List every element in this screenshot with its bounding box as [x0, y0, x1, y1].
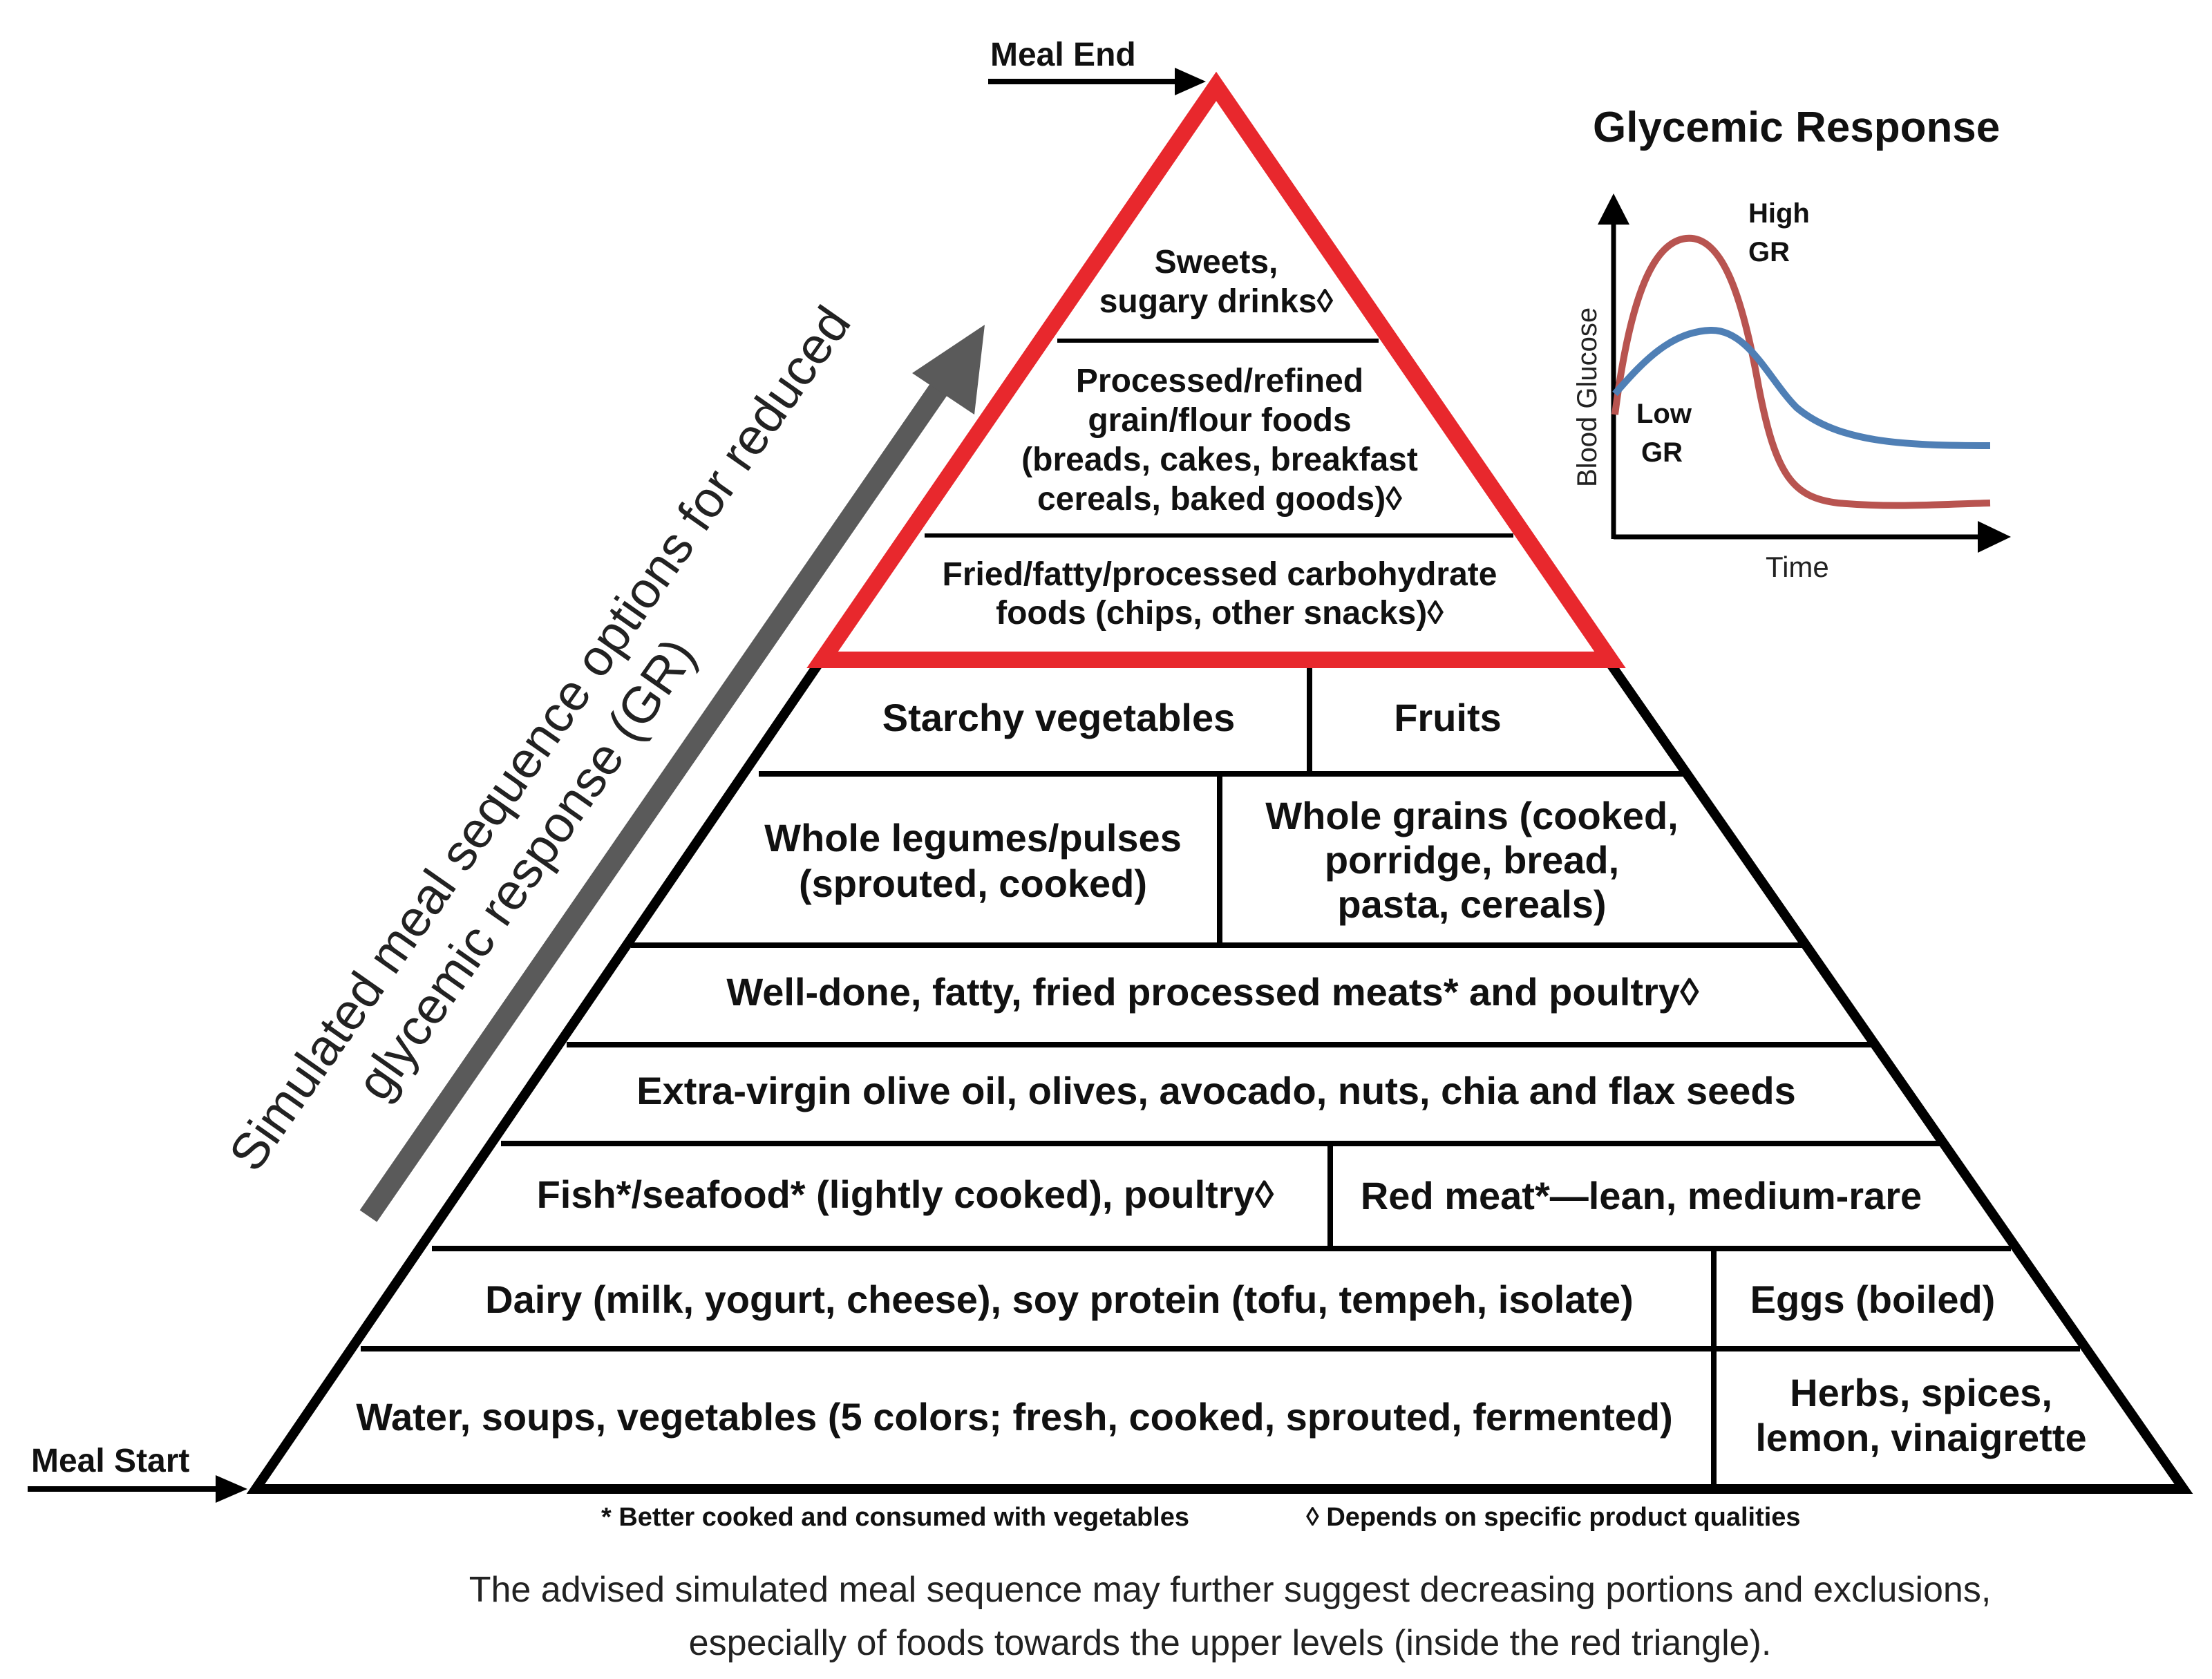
footnote-diamond: ◊ Depends on specific product qualities [1306, 1503, 1801, 1532]
low-gr-label-1: Low [1636, 399, 1692, 429]
sweets-line1: Sweets, [1155, 244, 1278, 281]
meal-start-arrowhead [216, 1475, 247, 1503]
oils-nuts-seeds: Extra-virgin olive oil, olives, avocado,… [636, 1069, 1795, 1112]
grains-line1: Whole grains (cooked, [1265, 794, 1678, 837]
footnote-star: * Better cooked and consumed with vegeta… [601, 1503, 1189, 1532]
legumes-line2: (sprouted, cooked) [799, 862, 1147, 905]
caption-line1: The advised simulated meal sequence may … [469, 1570, 1992, 1610]
processed-line1: Processed/refined [1076, 363, 1363, 399]
meal-end-arrowhead [1175, 68, 1206, 95]
glycemic-x-arrowhead [1978, 521, 2011, 553]
glycemic-chart-title: Glycemic Response [1593, 104, 2000, 151]
sequence-arrowhead [912, 325, 985, 415]
high-gr-label-1: High [1748, 198, 1810, 229]
low-gr-curve [1612, 326, 1991, 449]
grains-line2: porridge, bread, [1325, 838, 1619, 882]
processed-line3: (breads, cakes, breakfast [1021, 442, 1418, 478]
low-gr-label-2: GR [1641, 437, 1683, 468]
starchy-vegetables: Starchy vegetables [882, 696, 1235, 739]
red-triangle-dividers [925, 339, 1513, 538]
red-meat: Red meat*—lean, medium-rare [1361, 1174, 1922, 1217]
water-vegetables: Water, soups, vegetables (5 colors; fres… [356, 1395, 1673, 1439]
processed-line4: cereals, baked goods)◊ [1037, 481, 1402, 518]
high-gr-label-2: GR [1748, 237, 1790, 267]
grains-line3: pasta, cereals) [1337, 882, 1606, 926]
eggs: Eggs (boiled) [1750, 1278, 1996, 1321]
fruits: Fruits [1394, 696, 1502, 739]
red-triangle [806, 71, 1626, 668]
herbs-line2: lemon, vinaigrette [1755, 1416, 2086, 1459]
meal-start-label: Meal Start [31, 1443, 189, 1479]
glycemic-y-arrowhead [1598, 193, 1629, 225]
processed-line2: grain/flour foods [1088, 402, 1351, 439]
sweets-line2: sugary drinks◊ [1099, 283, 1334, 320]
sequence-arrow [359, 357, 966, 1222]
fish-seafood: Fish*/seafood* (lightly cooked), poultry… [537, 1173, 1274, 1216]
herbs-line1: Herbs, spices, [1790, 1371, 2052, 1414]
fried-line1: Fried/fatty/processed carbohydrate [943, 556, 1497, 593]
pyramid-dividers [361, 663, 2080, 1489]
glycemic-xlabel: Time [1766, 551, 1829, 583]
meal-end-label: Meal End [990, 37, 1136, 73]
caption-line2: especially of foods towards the upper le… [689, 1623, 1772, 1663]
glycemic-chart: Glycemic Response High GR Low GR Time Bl… [1572, 104, 2011, 583]
dairy-soy: Dairy (milk, yogurt, cheese), soy protei… [485, 1278, 1634, 1321]
processed-meats: Well-done, fatty, fried processed meats*… [726, 970, 1699, 1014]
legumes-line1: Whole legumes/pulses [764, 816, 1182, 860]
high-gr-curve [1611, 234, 1991, 509]
fried-line2: foods (chips, other snacks)◊ [996, 595, 1444, 632]
glycemic-ylabel: Blood Glucose [1572, 307, 1603, 487]
